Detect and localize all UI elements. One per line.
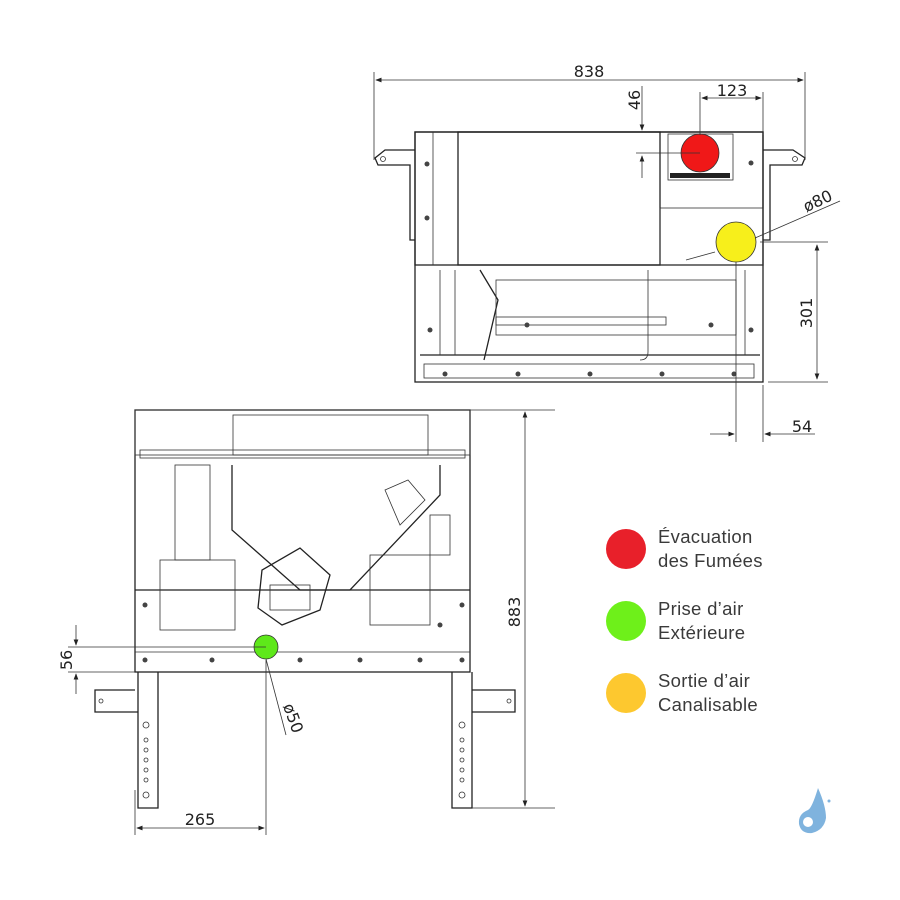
dim-outlet-offset: 54 — [792, 417, 812, 436]
dim-inlet-height: 56 — [57, 650, 76, 670]
dim-flue-horizontal: 123 — [717, 81, 748, 100]
dim-inlet-offset: 265 — [185, 810, 216, 829]
legend-label: Évacuation — [658, 526, 753, 547]
dim-flue-vertical: 46 — [625, 90, 644, 110]
legend-label: des Fumées — [658, 550, 763, 571]
green-dot-icon — [606, 601, 646, 641]
legend-label: Prise d’air — [658, 598, 744, 619]
top-view-dimensions: 838 46 123 ø80 301 54 — [373, 62, 841, 442]
red-dot-icon — [606, 529, 646, 569]
front-view-drawing — [94, 409, 516, 809]
legend-label: Extérieure — [658, 622, 746, 643]
legend-item-flue-exhaust: Évacuation des Fumées — [606, 525, 763, 573]
air-outlet-marker — [715, 221, 757, 263]
dim-inlet-diameter: ø50 — [279, 701, 307, 736]
dim-outlet-height: 301 — [797, 298, 816, 329]
legend-label: Canalisable — [658, 694, 758, 715]
legend-label: Sortie d’air — [658, 670, 751, 691]
dim-height: 883 — [505, 597, 524, 628]
dim-outlet-diameter: ø80 — [800, 186, 835, 216]
front-view-dimensions: 883 56 ø50 265 — [57, 409, 555, 835]
yellow-dot-icon — [606, 673, 646, 713]
brand-logo-droplet — [798, 788, 831, 834]
dim-width: 838 — [574, 62, 605, 81]
top-view-drawing — [374, 131, 806, 383]
